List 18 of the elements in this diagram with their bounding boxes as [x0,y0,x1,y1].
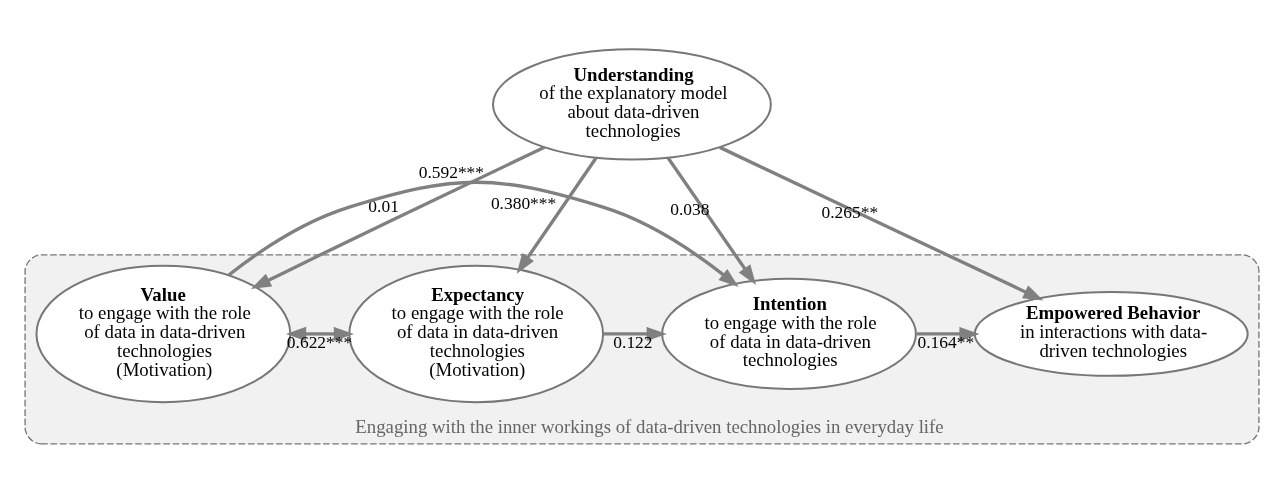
node-ellipse: Empowered Behavior in interactions with data-driven technologies [973,291,1249,377]
node-ellipse: Intention to engage with the role of data in data-driven technologies [661,277,917,390]
arrow [719,145,1044,301]
arrow [227,180,739,288]
arrow [666,156,757,285]
arrow [285,326,354,341]
edge-label: 0.038 [670,198,710,219]
arrow [250,145,546,289]
arrow [603,326,667,341]
node-ellipse: Understanding of the explanatory model about data-driven technologies [492,48,772,161]
arrow [516,156,598,274]
edge-label: 0.265** [821,202,879,222]
edge-label: 0.592*** [418,161,485,182]
arrow [916,326,980,341]
edge-label: 0.164** [917,331,975,352]
edge-label: 0.01 [368,195,399,216]
edge-label: 0.122 [613,331,653,352]
edge-label: 0.380*** [490,192,557,213]
